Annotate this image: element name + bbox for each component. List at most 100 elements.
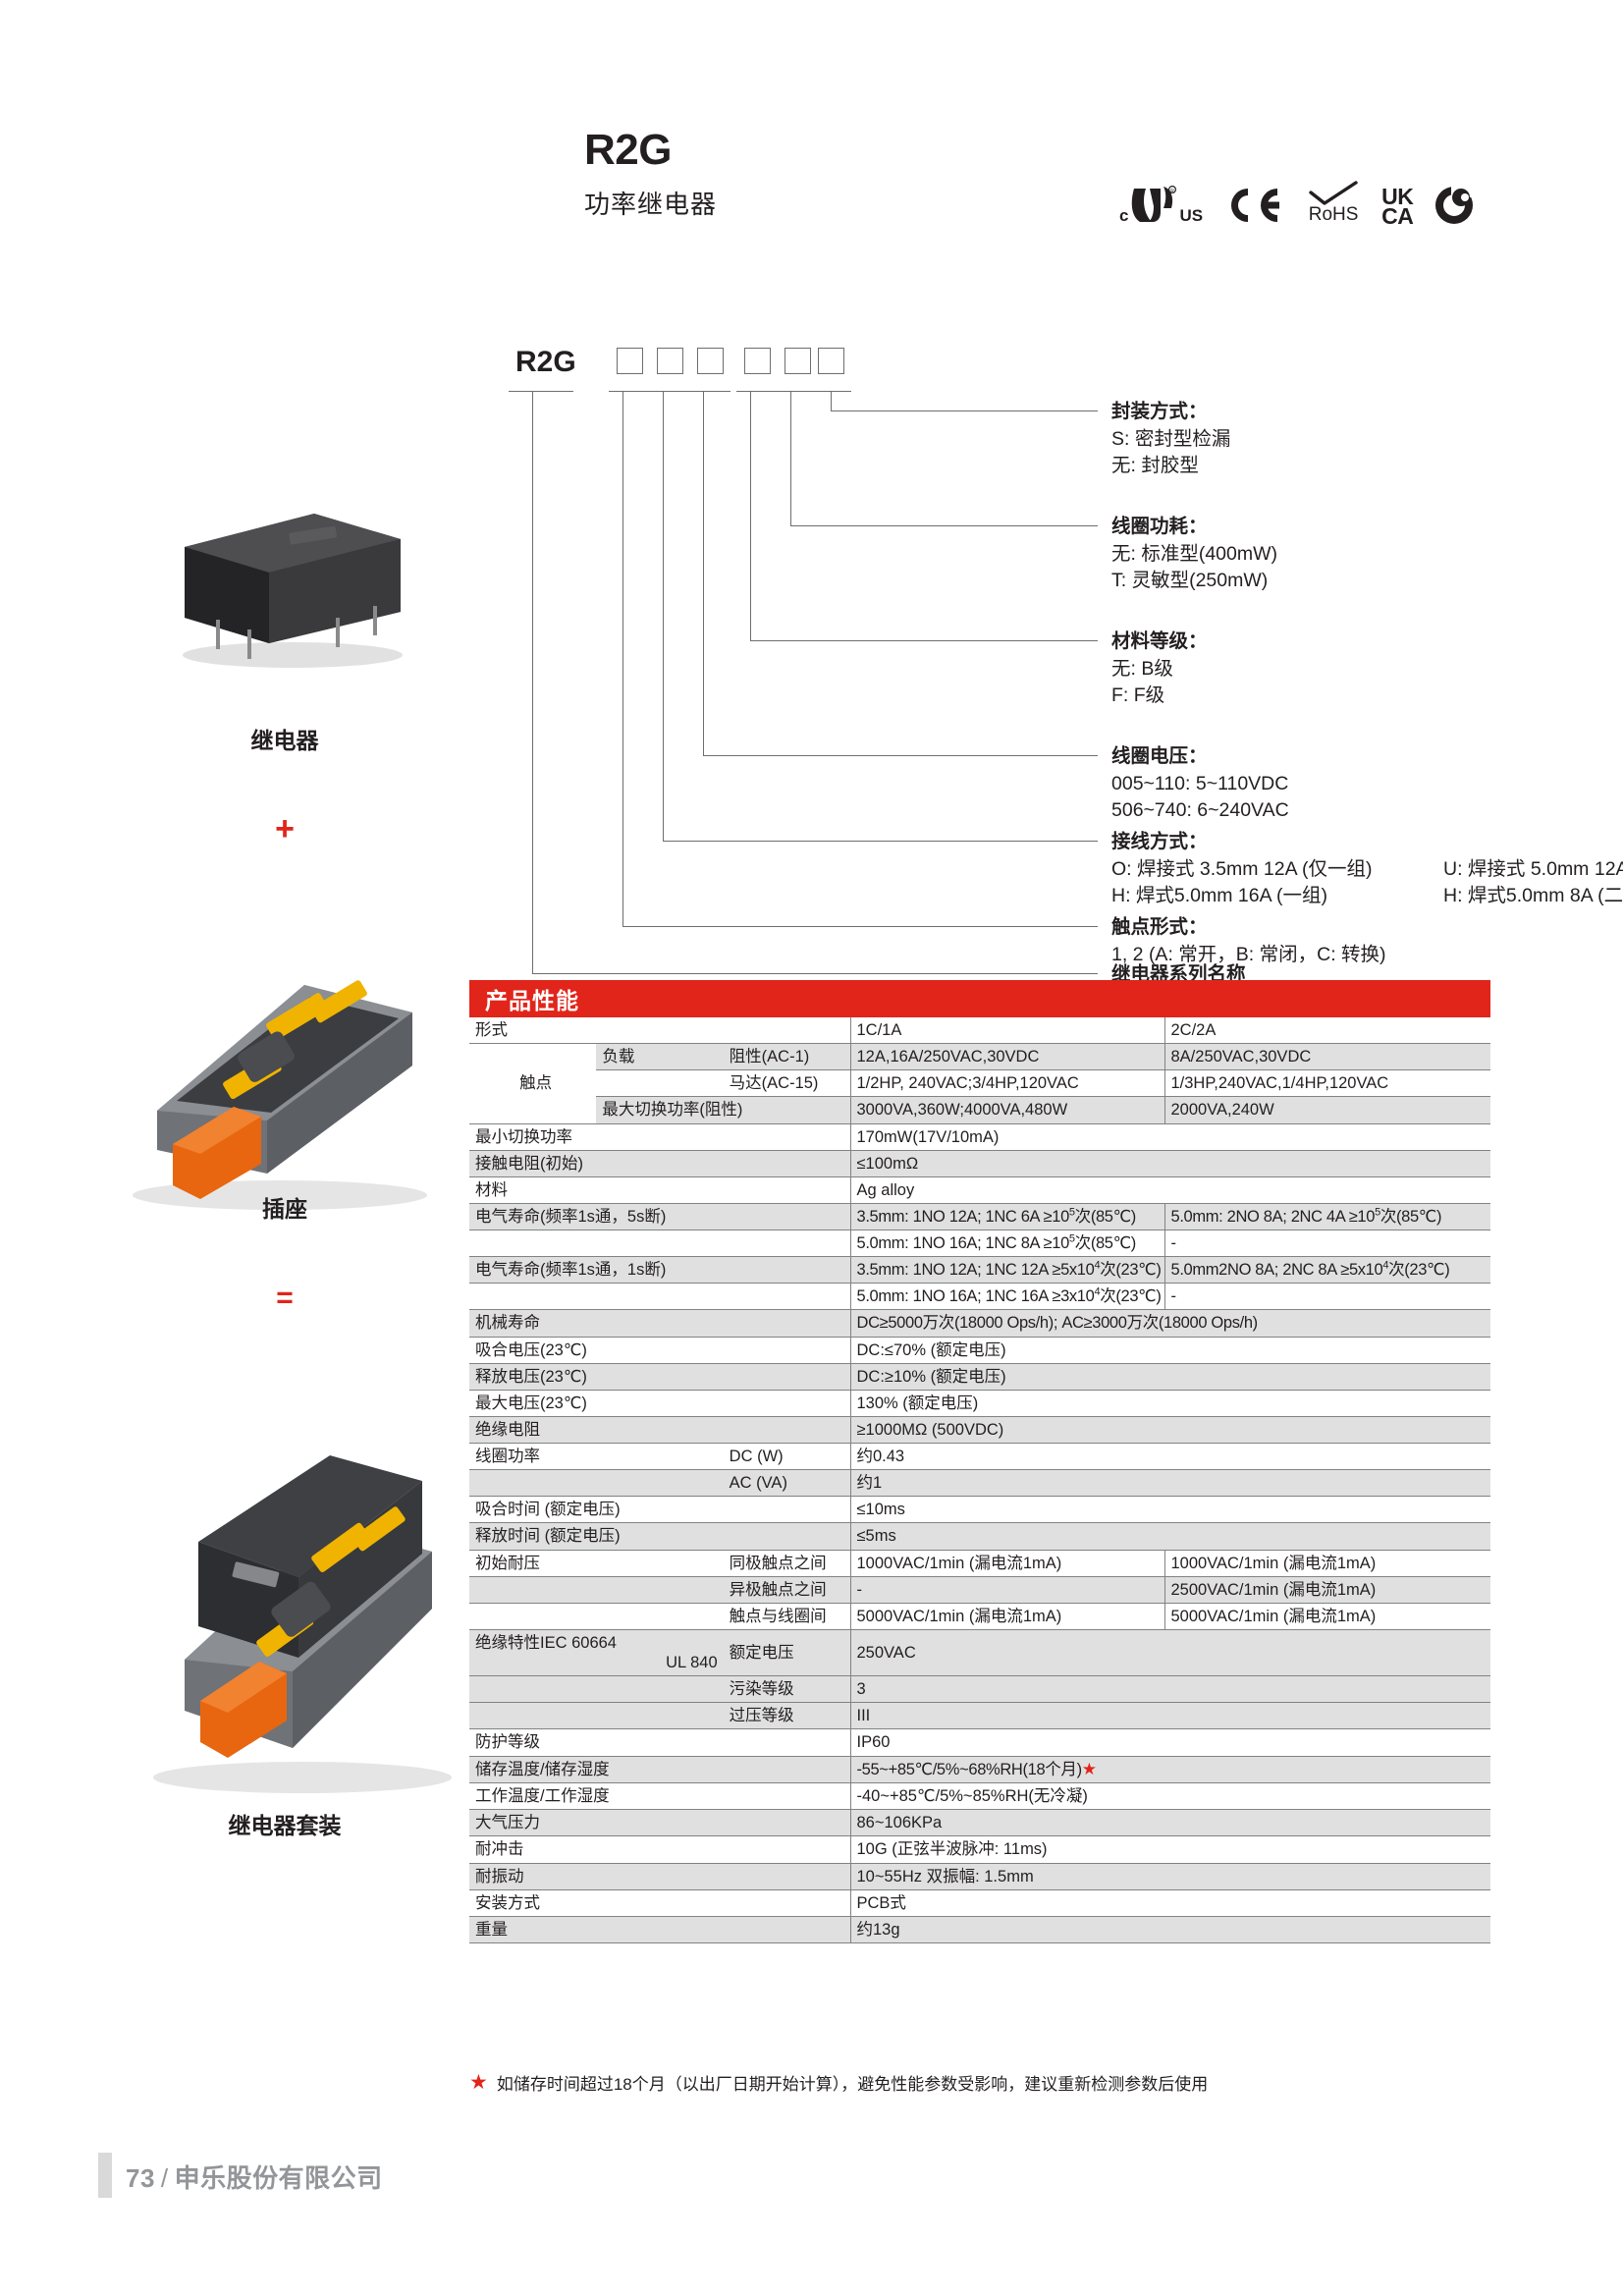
legend-line-wiring-row1: O: 焊接式 3.5mm 12A (仅一组)U: 焊接式 5.0mm 12A (… (1111, 856, 1623, 884)
row-value-2c2a: 1/3HP,240VAC,1/4HP,120VAC (1163, 1069, 1490, 1098)
row-label: 大气压力 (469, 1809, 850, 1837)
product-image-relay (167, 486, 412, 673)
row-label: 最大切换功率(阻性) (596, 1096, 850, 1124)
row-sublabel: 同极触点之间 (723, 1550, 850, 1577)
row-label (469, 1603, 724, 1630)
row-value-1c1a: 5000VAC/1min (漏电流1mA) (849, 1603, 1164, 1630)
row-label: 工作温度/工作湿度 (469, 1782, 850, 1811)
row-value-2c2a: 2000VA,240W (1163, 1096, 1490, 1124)
rohs-label: RoHS (1308, 204, 1359, 225)
legend-group-wiring: 接线方式： O: 焊接式 3.5mm 12A (仅一组)U: 焊接式 5.0mm… (1111, 829, 1623, 910)
row-value-1c1a: -40~+85℃/5%~85%RH(无冷凝) (849, 1782, 1490, 1811)
socket-label: 插座 (262, 1196, 307, 1222)
row-label: 线圈功率 (469, 1443, 724, 1471)
footnote: ★ 如储存时间超过18个月（以出厂日期开始计算），避免性能参数受影响，建议重新检… (469, 2070, 1208, 2095)
ce-certification-icon (1224, 185, 1285, 226)
row-sublabel: 异极触点之间 (723, 1576, 850, 1604)
legend-group-material: 材料等级： 无: B级 F: F级 (1111, 629, 1208, 710)
row-value-2c2a: 5.0mm: 2NO 8A; 2NC 4A ≥105次(85℃) (1163, 1203, 1490, 1231)
row-value-1c1a: Ag alloy (849, 1176, 1490, 1204)
row-label: 电气寿命(频率1s通，1s断) (469, 1256, 850, 1285)
row-value-1c1a: 130% (额定电压) (849, 1390, 1490, 1417)
footer-accent-bar (98, 2153, 112, 2198)
pn-box-5 (784, 348, 811, 374)
row-label: 安装方式 (469, 1889, 850, 1917)
row-value-1c1a: ≤5ms (849, 1522, 1490, 1551)
row-value-2c2a: 5000VAC/1min (漏电流1mA) (1163, 1603, 1490, 1630)
legend-wiring-r2c2: H: 焊式5.0mm 8A (二组) (1443, 885, 1623, 907)
row-value-1c1a: 5.0mm: 1NO 16A; 1NC 16A ≥3x104次(23℃) (849, 1283, 1164, 1311)
ul-logo-icon: R (1132, 185, 1177, 222)
row-value-1c1a: 1C/1A (849, 1017, 1164, 1045)
row-value-1c1a: 3.5mm: 1NO 12A; 1NC 12A ≥5x104次(23℃) (849, 1256, 1164, 1285)
row-sublabel: AC (VA) (723, 1469, 850, 1498)
row-group-label: 触点 (469, 1043, 597, 1124)
row-sublabel: 过压等级 (723, 1702, 850, 1730)
row-label: 初始耐压 (469, 1550, 724, 1577)
row-label (596, 1069, 724, 1098)
row-label: 最小切换功率 (469, 1123, 850, 1151)
brand-mark-icon (1435, 185, 1474, 224)
product-image-kit (137, 1434, 461, 1797)
table-row: 电气寿命(频率1s通，1s断)3.5mm: 1NO 12A; 1NC 12A ≥… (469, 1256, 1490, 1285)
row-label (469, 1283, 850, 1311)
legend-group-contact-form: 触点形式： 1, 2 (A: 常开，B: 常闭，C: 转换) (1111, 914, 1386, 968)
row-label (469, 1469, 724, 1498)
row-value-2c2a: 8A/250VAC,30VDC (1163, 1043, 1490, 1071)
page-title: R2G (584, 126, 672, 174)
footer-separator: / (160, 2163, 169, 2193)
row-value-2c2a: 2500VAC/1min (漏电流1mA) (1163, 1576, 1490, 1604)
row-value-2c2a: - (1163, 1283, 1490, 1311)
ukca-certification-icon: UK CA (1381, 185, 1414, 228)
row-value-1c1a: 约13g (849, 1916, 1490, 1943)
row-value-1c1a: PCB式 (849, 1889, 1490, 1917)
pn-box-1 (617, 348, 643, 374)
row-label: 释放时间 (额定电压) (469, 1522, 850, 1551)
relay-label: 继电器 (250, 728, 319, 753)
row-value-1c1a: ≥1000MΩ (500VDC) (849, 1416, 1490, 1445)
table-row: 释放电压(23℃)DC:≥10% (额定电压) (469, 1363, 1490, 1391)
row-value-1c1a: 86~106KPa (849, 1809, 1490, 1837)
product-subtitle: 功率继电器 (584, 190, 718, 219)
footnote-text: 如储存时间超过18个月（以出厂日期开始计算），避免性能参数受影响，建议重新检测参… (496, 2075, 1209, 2094)
checkmark-icon (1309, 181, 1358, 205)
table-row: 工作温度/工作湿度-40~+85℃/5%~85%RH(无冷凝) (469, 1782, 1490, 1811)
row-value-1c1a: 170mW(17V/10mA) (849, 1123, 1490, 1151)
part-number-prefix: R2G (515, 346, 576, 378)
table-row: 绝缘电阻≥1000MΩ (500VDC) (469, 1416, 1490, 1445)
legend-line-wiring-row2: H: 焊式5.0mm 16A (一组) H: 焊式5.0mm 8A (二组) (1111, 883, 1623, 910)
table-row: 吸合电压(23℃)DC:≤70% (额定电压) (469, 1337, 1490, 1364)
company-name: 申乐股份有限公司 (174, 2163, 383, 2193)
culus-c-letter: c (1119, 206, 1129, 225)
row-sublabel: 马达(AC-15) (723, 1069, 850, 1098)
table-row: 储存温度/储存湿度-55~+85℃/5%~68%RH(18个月)★ (469, 1756, 1490, 1784)
row-value-1c1a: 3000VA,360W;4000VA,480W (849, 1096, 1164, 1124)
legend-line-material-1: 无: B级 (1111, 657, 1173, 680)
pn-box-3 (697, 348, 724, 374)
spec-table-header: 产品性能 (469, 980, 1490, 1017)
row-value-2c2a: 2C/2A (1163, 1017, 1490, 1045)
legend-line-coil-voltage-2: 506~740: 6~240VAC (1111, 799, 1289, 822)
row-label: 耐冲击 (469, 1835, 850, 1864)
ce-mark-icon (1231, 189, 1280, 222)
row-value-1c1a: 5.0mm: 1NO 16A; 1NC 8A ≥105次(85℃) (849, 1230, 1164, 1258)
row-label: 重量 (469, 1916, 850, 1943)
row-value-2c2a: 1000VAC/1min (漏电流1mA) (1163, 1550, 1490, 1577)
table-row: 异极触点之间-2500VAC/1min (漏电流1mA) (469, 1576, 1490, 1604)
footnote-star-icon: ★ (469, 2071, 488, 2094)
table-row: 释放时间 (额定电压)≤5ms (469, 1522, 1490, 1551)
pn-box-6 (818, 348, 844, 374)
legend-wiring-r2c1: H: 焊式5.0mm 16A (一组) (1111, 885, 1327, 907)
